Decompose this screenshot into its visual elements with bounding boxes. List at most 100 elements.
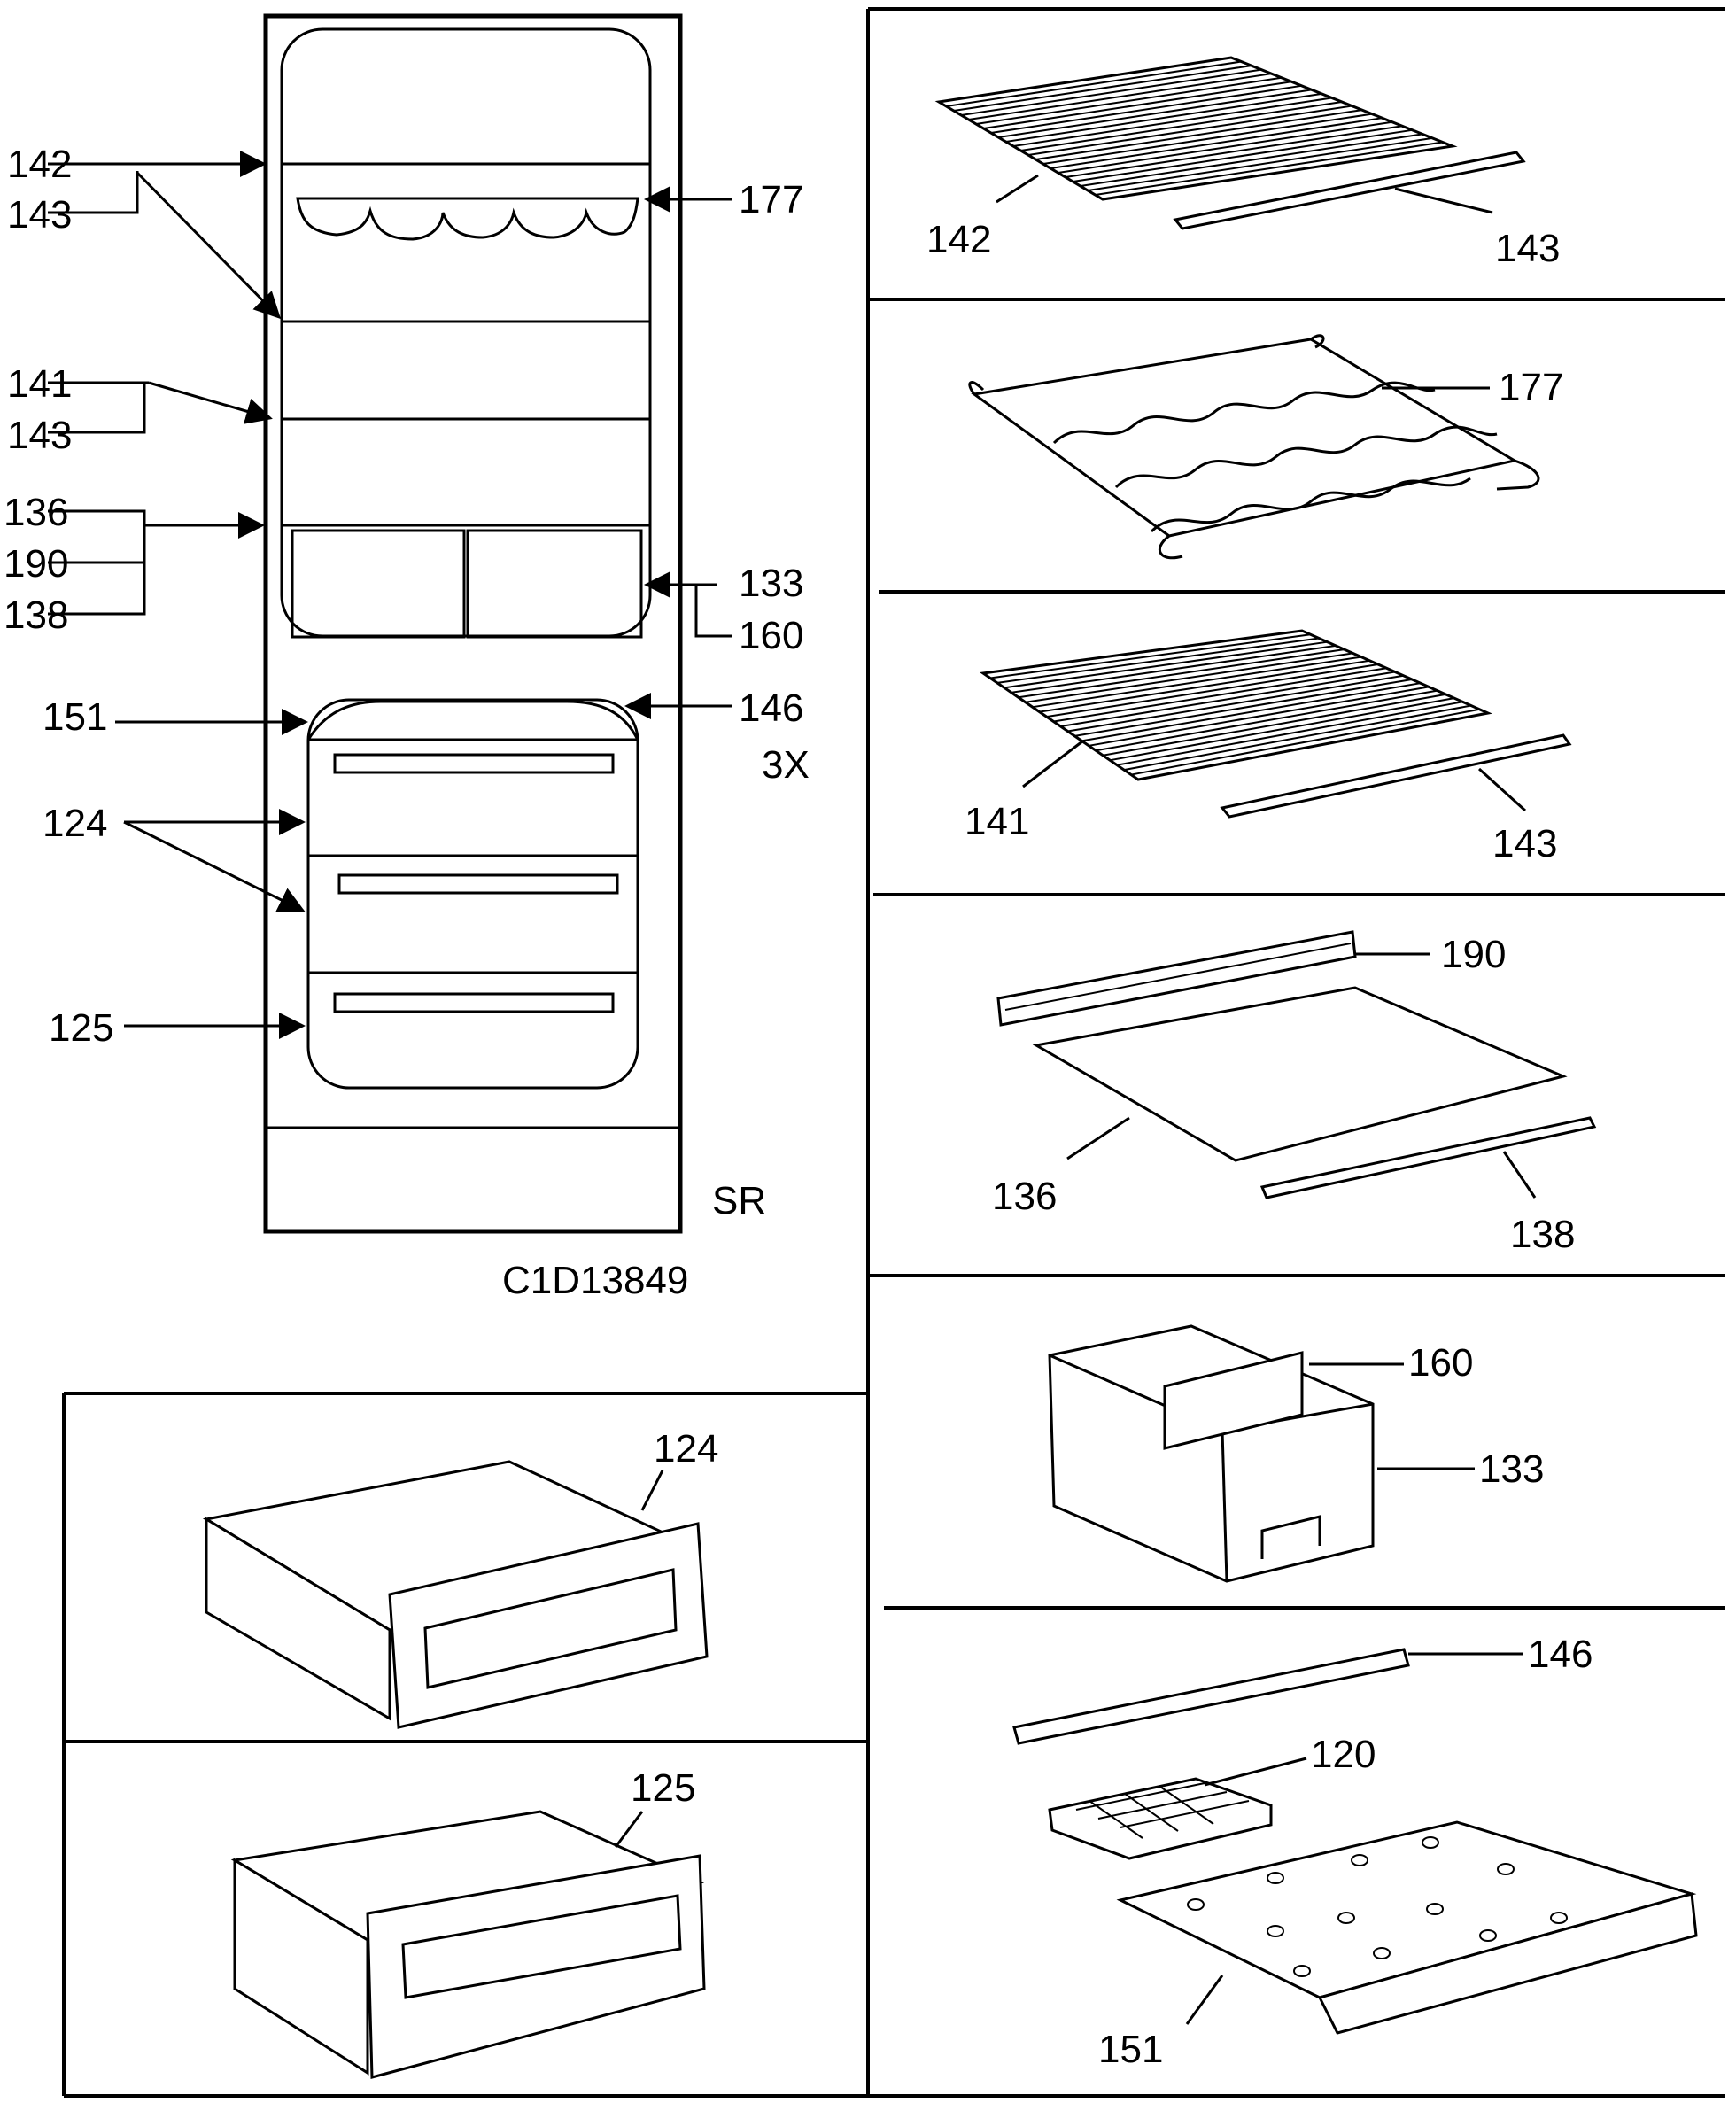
wire-rod <box>946 60 1242 107</box>
wire-rod <box>1032 656 1361 709</box>
shelf-rail-190 <box>996 930 1357 1027</box>
label-142: 142 <box>7 143 72 186</box>
leader-p136 <box>1066 1116 1130 1160</box>
wine-rack-hook-right <box>1310 334 1325 349</box>
leader-141 <box>148 381 273 424</box>
drawer-handle-1 <box>333 753 615 774</box>
crisper-divider-160 <box>1163 1351 1304 1450</box>
panel-crisper: 160 133 <box>1048 1324 1544 1583</box>
shelf-trim-143b <box>1220 733 1572 819</box>
leader-p141 <box>1022 740 1083 788</box>
panel-label-133: 133 <box>1479 1447 1544 1491</box>
crisper-left <box>291 529 466 639</box>
label-151: 151 <box>43 695 107 739</box>
wine-rack-hook-front <box>1158 534 1183 560</box>
overview-labels: 142 143 141 143 136 190 138 151 124 125 … <box>4 143 810 1302</box>
panel-glass-shelf: 190 136 138 <box>992 930 1597 1256</box>
fridge-compartment <box>280 27 652 638</box>
panel-label-141: 141 <box>965 800 1029 843</box>
shelf-stud <box>1267 1925 1284 1937</box>
wine-rack-hook-left <box>968 381 985 395</box>
crisper-right <box>466 529 643 639</box>
ice-tray-grid <box>1075 1782 1250 1839</box>
wire-rod <box>1080 133 1423 187</box>
panel-drawer-124: 124 <box>202 1427 718 1729</box>
shelf-stud <box>1187 1898 1205 1911</box>
leader-p143 <box>1394 187 1493 214</box>
freezer-shelf-studs <box>1187 1836 1568 1977</box>
label-124: 124 <box>43 802 107 845</box>
wire-shelf-141 <box>979 629 1493 781</box>
label-143a: 143 <box>7 193 72 237</box>
overview-leaders-right <box>624 186 732 719</box>
wine-rack-wave-3 <box>1150 477 1471 533</box>
wire-rod <box>1020 101 1343 151</box>
panel-label-124: 124 <box>654 1427 718 1470</box>
overview-leaders <box>48 151 308 1039</box>
wire-shelf-outline <box>979 629 1493 781</box>
wire-rod <box>1012 97 1332 147</box>
label-138: 138 <box>4 594 68 637</box>
drawer-handle-3 <box>333 992 615 1013</box>
label-177: 177 <box>739 178 803 221</box>
wire-rod <box>1004 640 1328 689</box>
fridge-overview <box>263 13 683 1234</box>
shelf-stud <box>1426 1903 1444 1915</box>
shelf-stud <box>1373 1947 1391 1959</box>
shelf-stud <box>1267 1872 1284 1884</box>
leader-143a <box>136 171 282 320</box>
wire-rod <box>983 81 1292 129</box>
drawer-124-handle <box>423 1568 678 1689</box>
leader-143b-bracket <box>48 384 146 434</box>
wire-rod <box>990 84 1302 134</box>
wine-rack-wave-1 <box>1052 381 1436 445</box>
wire-rod <box>953 65 1252 112</box>
glass-shelf-136 <box>1032 986 1568 1162</box>
leader-p142 <box>996 174 1039 204</box>
rail-groove <box>1004 943 1352 1011</box>
wire-rod <box>1103 693 1446 757</box>
leader-p138 <box>1502 1151 1537 1199</box>
crisper-notch <box>1260 1515 1321 1559</box>
leader-p120 <box>1204 1757 1307 1787</box>
panel-label-120: 120 <box>1311 1733 1376 1776</box>
wine-rack-177 <box>296 197 639 241</box>
panel-shelf-142: 142 143 <box>926 56 1560 270</box>
panel-drawer-125: 125 <box>230 1766 706 2079</box>
wire-rod <box>1027 105 1352 156</box>
freezer-compartment <box>306 698 639 1090</box>
panel-label-190: 190 <box>1441 933 1506 976</box>
drawer-handle-2 <box>337 873 619 895</box>
shelf-stud <box>1550 1912 1568 1924</box>
leader-133-bracket <box>694 583 732 638</box>
wire-rod <box>996 637 1320 684</box>
leader-p151 <box>1185 1975 1224 2025</box>
wire-rod <box>1095 141 1443 196</box>
panel-label-177: 177 <box>1499 366 1563 409</box>
panel-label-151: 151 <box>1098 2028 1163 2071</box>
leader-p124 <box>640 1470 664 1511</box>
shelf-stud <box>1479 1929 1497 1942</box>
wire-rod <box>1018 648 1345 699</box>
leader-124b <box>123 820 306 912</box>
wire-rod <box>1110 697 1454 762</box>
wire-rod <box>975 76 1282 125</box>
wire-rod <box>1050 117 1383 169</box>
leader-143a-bracket <box>48 171 139 214</box>
panel-label-142: 142 <box>926 218 991 261</box>
leader-p125 <box>614 1811 644 1848</box>
panel-label-143: 143 <box>1495 227 1560 270</box>
label-133: 133 <box>739 562 803 605</box>
freezer-shelf-front <box>1317 1892 1698 2035</box>
wire-rod <box>1081 682 1421 742</box>
label-125: 125 <box>49 1006 113 1050</box>
wire-rod <box>989 633 1311 679</box>
panel-label-138: 138 <box>1510 1213 1575 1256</box>
label-3x: 3X <box>762 743 810 787</box>
wire-rod <box>1060 671 1396 727</box>
wire-rod <box>1073 128 1413 182</box>
shelf-stud <box>1422 1836 1439 1849</box>
wire-rod <box>1088 136 1433 191</box>
wire-rod <box>1046 663 1379 718</box>
